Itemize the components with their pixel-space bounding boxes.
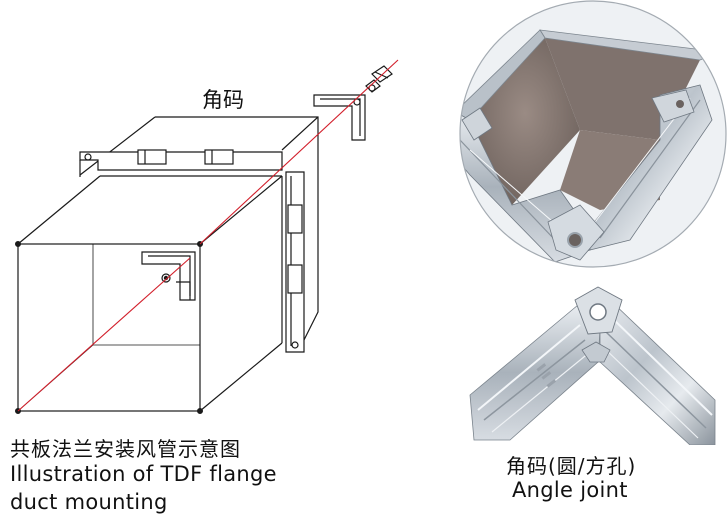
diagram-caption-en-line2: duct mounting xyxy=(10,490,168,514)
duct-isometric xyxy=(15,65,393,415)
guide-lines xyxy=(17,59,399,412)
top-angle-bracket xyxy=(313,94,366,141)
rear-flange-frame xyxy=(79,149,305,353)
stamp-marks xyxy=(536,363,557,388)
angle-joint-photo xyxy=(469,286,716,445)
rear-duct xyxy=(79,116,319,353)
diagram-caption-en-line1: Illustration of TDF flange xyxy=(10,462,277,486)
diagram-caption-cn: 共板法兰安装风管示意图 xyxy=(10,437,241,461)
corner-bracket-label: 角码 xyxy=(202,88,244,112)
angle-joint-caption-en: Angle joint xyxy=(512,478,628,502)
angle-joint-caption-cn: 角码(圆/方孔) xyxy=(506,454,637,478)
flange-corner-photo xyxy=(459,0,727,268)
